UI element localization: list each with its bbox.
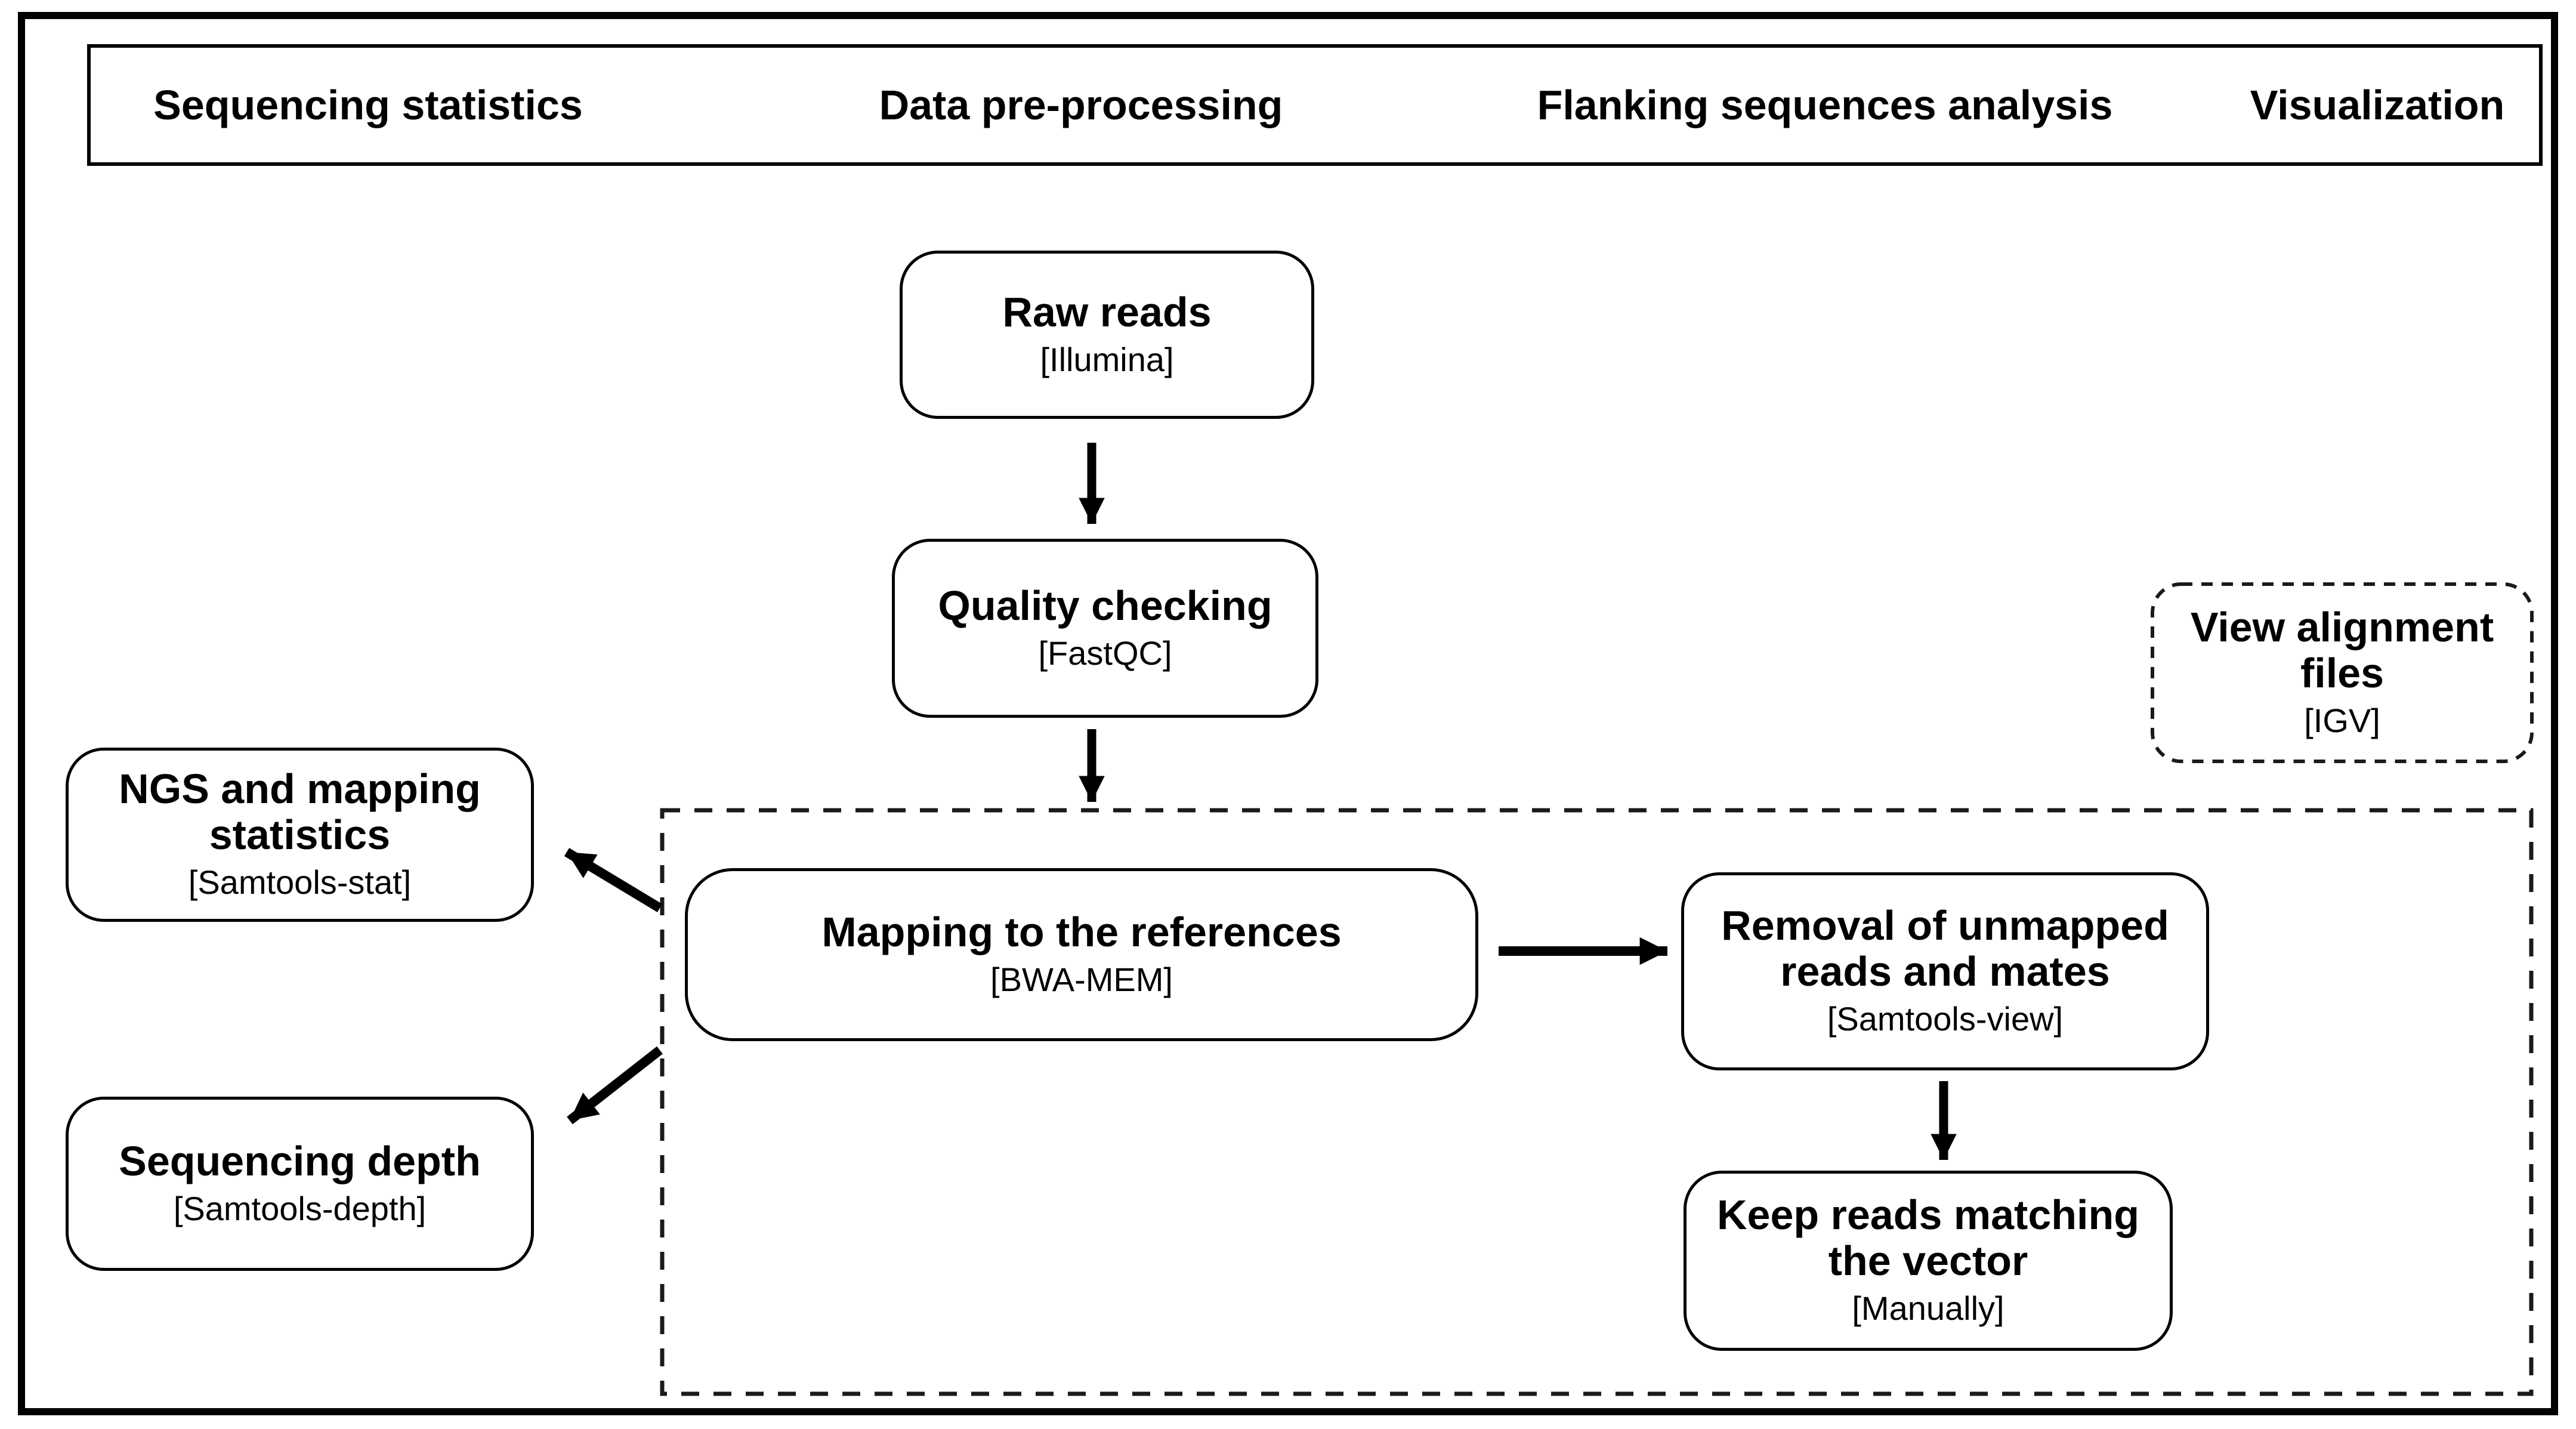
view-alignment-dashed-outline xyxy=(2151,582,2534,763)
node-title: Raw reads xyxy=(1002,288,1212,335)
node-tool-label: [Samtools-stat] xyxy=(188,863,412,901)
header-label-visualization: Visualization xyxy=(2250,82,2505,128)
header-label-flanking-sequences-analysis: Flanking sequences analysis xyxy=(1537,82,2113,128)
node-tool-label: [Manually] xyxy=(1852,1289,2004,1327)
node-tool-label: [Samtools-view] xyxy=(1827,1000,2064,1038)
node-tool-label: [Samtools-depth] xyxy=(173,1189,427,1227)
arrow-mapping-to-ngs-statistics xyxy=(564,848,663,912)
node-sequencing-depth: Sequencing depth [Samtools-depth] xyxy=(66,1097,534,1271)
node-title: Removal of unmapped reads and mates xyxy=(1721,902,2169,995)
node-tool-label: [FastQC] xyxy=(1038,634,1172,672)
header-label-sequencing-statistics: Sequencing statistics xyxy=(153,82,583,128)
node-removal-of-unmapped: Removal of unmapped reads and mates [Sam… xyxy=(1681,872,2209,1070)
node-title: View alignment files xyxy=(2190,603,2494,696)
node-quality-checking: Quality checking [FastQC] xyxy=(892,539,1318,718)
node-keep-reads-matching-vector: Keep reads matching the vector [Manually… xyxy=(1684,1171,2173,1351)
node-tool-label: [Illumina] xyxy=(1040,340,1174,378)
node-title: Keep reads matching the vector xyxy=(1717,1192,2139,1284)
node-title: Mapping to the references xyxy=(821,908,1342,955)
node-title: Quality checking xyxy=(938,582,1272,629)
dashed-processing-region xyxy=(660,808,2534,1396)
phase-header-bar: Sequencing statistics Data pre-processin… xyxy=(87,44,2543,166)
node-tool-label: [BWA-MEM] xyxy=(990,960,1173,998)
node-title: Sequencing depth xyxy=(119,1137,481,1184)
node-view-alignment-files: View alignment files [IGV] xyxy=(2152,584,2532,761)
node-title: NGS and mapping statistics xyxy=(119,766,481,858)
node-mapping-to-references: Mapping to the references [BWA-MEM] xyxy=(685,868,1478,1041)
node-raw-reads: Raw reads [Illumina] xyxy=(900,251,1314,419)
node-tool-label: [IGV] xyxy=(2304,701,2380,739)
node-ngs-mapping-statistics: NGS and mapping statistics [Samtools-sta… xyxy=(66,748,534,922)
arrow-mapping-to-sequencing-depth xyxy=(567,1046,663,1125)
header-label-data-pre-processing: Data pre-processing xyxy=(879,82,1283,128)
